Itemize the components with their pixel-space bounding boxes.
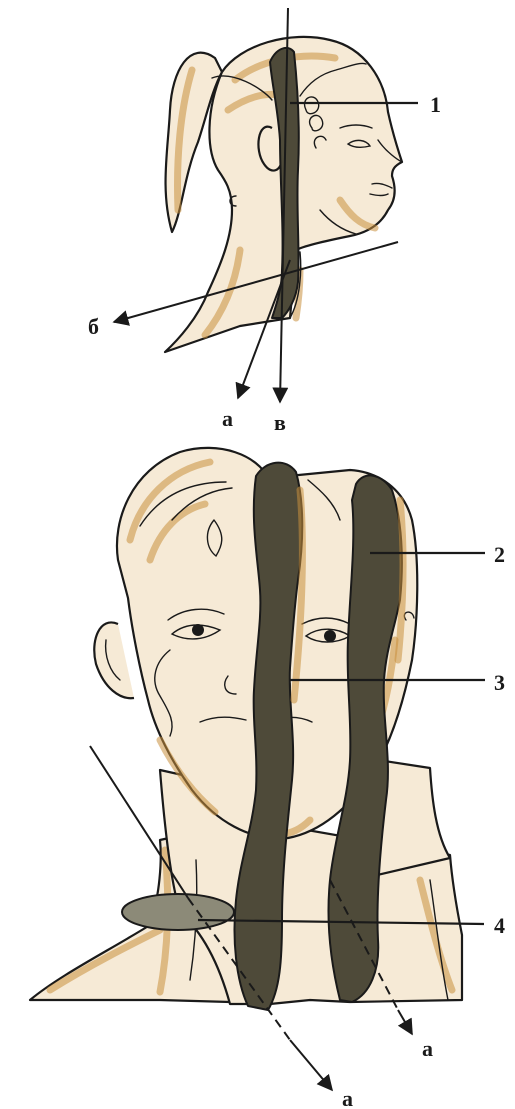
axis-v-label: в	[274, 410, 286, 435]
frontal-head-drawing	[30, 448, 462, 1010]
axis-a-left-tail	[290, 1040, 332, 1090]
callout-1-label: 1	[430, 92, 441, 117]
callout-4-label: 4	[494, 913, 505, 938]
axis-a-label-bottom-right: а	[422, 1036, 433, 1061]
axis-a-right-tail	[398, 1010, 412, 1034]
callout-3-label: 3	[494, 670, 505, 695]
axis-a-label-top: а	[222, 406, 233, 431]
axis-a-label-bottom-left: а	[342, 1086, 353, 1109]
callout-2-label: 2	[494, 542, 505, 567]
axis-b-label: б	[88, 314, 99, 339]
